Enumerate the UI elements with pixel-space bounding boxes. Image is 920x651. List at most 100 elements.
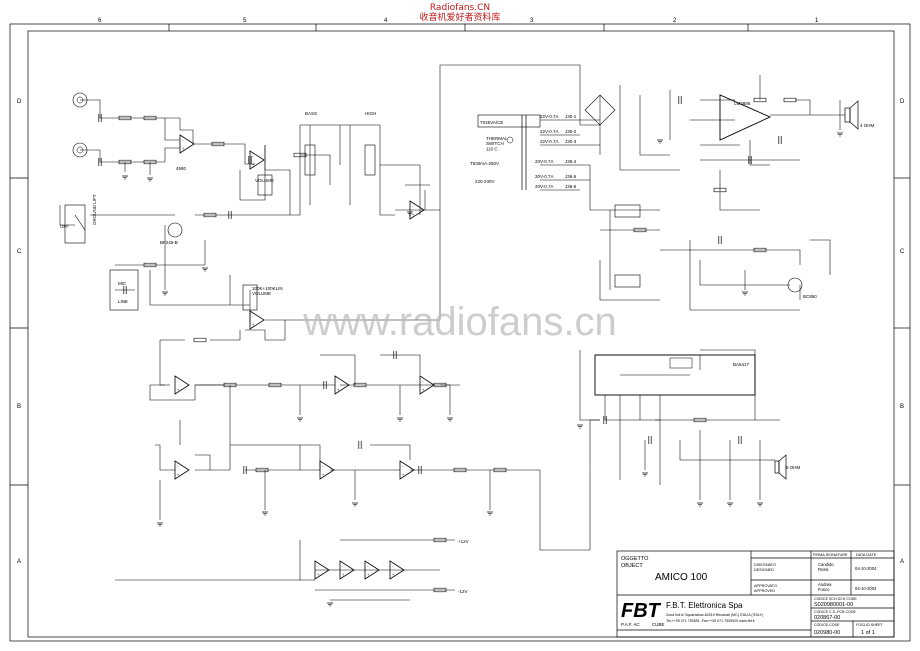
fet-transistor — [167, 222, 183, 238]
jumper-4: J36-4 — [565, 159, 577, 164]
label-high: HIGH — [365, 111, 376, 116]
jumper-1: J30-1 — [565, 114, 577, 119]
title-approved-date: 04-10-2004 — [855, 586, 877, 591]
label-mains2: 220-230V — [475, 179, 495, 184]
drawing-frame — [9, 23, 911, 642]
text-line: Fusco — [818, 587, 830, 592]
label-ground-lift: GROUND LIFT — [92, 194, 97, 225]
bass-potentiometer — [304, 144, 316, 176]
volume-potentiometer — [257, 174, 273, 196]
frame-col-4: 4 — [384, 18, 388, 24]
frame-row-b-right: B — [900, 404, 904, 410]
speaker-8-ohm — [774, 454, 787, 480]
frame-row-d: D — [17, 99, 22, 105]
title-data-header: DATA DATE — [856, 553, 877, 557]
frame-row-c: C — [17, 249, 22, 255]
text-line: Candido — [818, 562, 834, 567]
wiring — [59, 64, 845, 601]
title-oggetto: OGGETTO — [621, 556, 649, 562]
text-line: THERMAL — [486, 136, 508, 141]
secondary-5: 20V-0.7A — [535, 174, 554, 179]
frame-row-d-right: D — [900, 99, 905, 105]
secondary-1: 22V-0.7A — [540, 114, 559, 119]
title-cube: CUBE — [652, 622, 665, 627]
label-line: LINE — [118, 299, 128, 304]
label-volume: VOLUME — [255, 178, 274, 183]
bridge-rectifier — [584, 94, 616, 126]
lm3886-amplifier — [719, 94, 772, 141]
bc850-transistor — [787, 277, 803, 293]
frame-col-1: 1 — [815, 18, 819, 24]
frame-col-6: 6 — [98, 18, 102, 24]
mains-transformer — [477, 114, 541, 190]
jumper-2: J30-2 — [565, 129, 577, 134]
label-bass: BASS — [305, 111, 317, 116]
title-address: Zona Ind.le Squartabue-62019 Recanati (M… — [666, 613, 763, 617]
frame-row-b: B — [17, 404, 21, 410]
label-bc850: BC850 — [803, 294, 817, 299]
title-product: AMICO 100 — [655, 572, 708, 583]
xlr-jack-2 — [72, 142, 88, 158]
text-line: 100K+100KLIN — [252, 286, 283, 291]
schematic-labels: BASS HIGH VOLUME MIC LINE GROUND LIFT OF… — [60, 101, 875, 594]
title-phone: Tel.++39 071 750591 -Fax++39 071 7505920… — [666, 619, 755, 623]
title-block — [616, 550, 895, 638]
label-mic: MIC — [118, 281, 127, 286]
frame-row-a-right: A — [900, 559, 904, 565]
text-line: SWITCH — [486, 141, 504, 146]
title-block-text: OGGETTO OBJECT AMICO 100 FIRMA SIGNATURE… — [621, 553, 884, 636]
frame-col-5: 5 — [243, 18, 247, 24]
label-transformer: T045VA/CE — [480, 120, 503, 125]
frame-col-2: 2 — [673, 18, 677, 24]
title-designed: DESIGNED — [754, 568, 774, 572]
watermark-center: www.radiofans.cn — [302, 300, 616, 344]
watermark-header-line1: Radiofans.CN — [429, 3, 491, 13]
frame-row-c-right: C — [900, 249, 905, 255]
title-codice-sch: CODICE SCH-SCH CODE — [814, 597, 857, 601]
title-designed-date: 04-10-2004 — [855, 566, 877, 571]
regulator-7812 — [614, 204, 641, 218]
secondary-2: 22V-0.7A — [540, 129, 559, 134]
label-plus12: +12V — [458, 539, 469, 544]
frame-row-a: A — [17, 559, 21, 565]
title-foglio: FOGLIO-SHEET — [856, 623, 884, 627]
text-line: VOLUME — [252, 291, 271, 296]
secondary-6: 20V-0.7A — [535, 184, 554, 189]
text-line: Andrea — [818, 582, 832, 587]
label-ba5417: BA5417 — [733, 362, 750, 367]
jumper-6: J36-6 — [565, 184, 577, 189]
components — [64, 92, 859, 607]
regulator-7912 — [614, 274, 641, 288]
high-potentiometer — [364, 144, 376, 176]
label-bf245: BF245-B — [160, 240, 178, 245]
secondary-4: 20V-0.7A — [535, 159, 554, 164]
speaker-4-ohm — [844, 100, 859, 130]
title-paf: P.A.F. AC — [621, 622, 640, 627]
title-codice-pcb: CODICE C.S.-PCB CODE — [814, 610, 857, 614]
secondary-3: 22V-0.7A — [540, 139, 559, 144]
watermark-header: Radiofans.CN 收音机爱好者资料库 — [0, 3, 920, 23]
line-volume-potentiometer — [242, 284, 258, 311]
ba5417-ic — [594, 354, 756, 396]
title-company: F.B.T. Elettronica Spa — [666, 601, 743, 610]
title-approvato: APPROVATO — [754, 584, 777, 588]
label-mains1: T630mA-250V — [470, 161, 499, 166]
text-line: Rossi — [818, 567, 829, 572]
label-off: OFF — [60, 224, 69, 229]
title-object: OBJECT — [621, 563, 643, 569]
label-minus12: -12V — [458, 589, 468, 594]
ground-lift-switch — [64, 204, 86, 244]
watermark-header-line2: 收音机爱好者资料库 — [419, 13, 501, 23]
xlr-jack-1 — [72, 92, 88, 108]
label-8-ohm: 8 OHM — [786, 465, 801, 470]
frame-col-3: 3 — [530, 18, 534, 24]
title-cfm-code: 020980-00 — [814, 630, 840, 636]
jumper-3: J30-3 — [565, 139, 577, 144]
title-brand-logo: FBT — [621, 600, 662, 622]
